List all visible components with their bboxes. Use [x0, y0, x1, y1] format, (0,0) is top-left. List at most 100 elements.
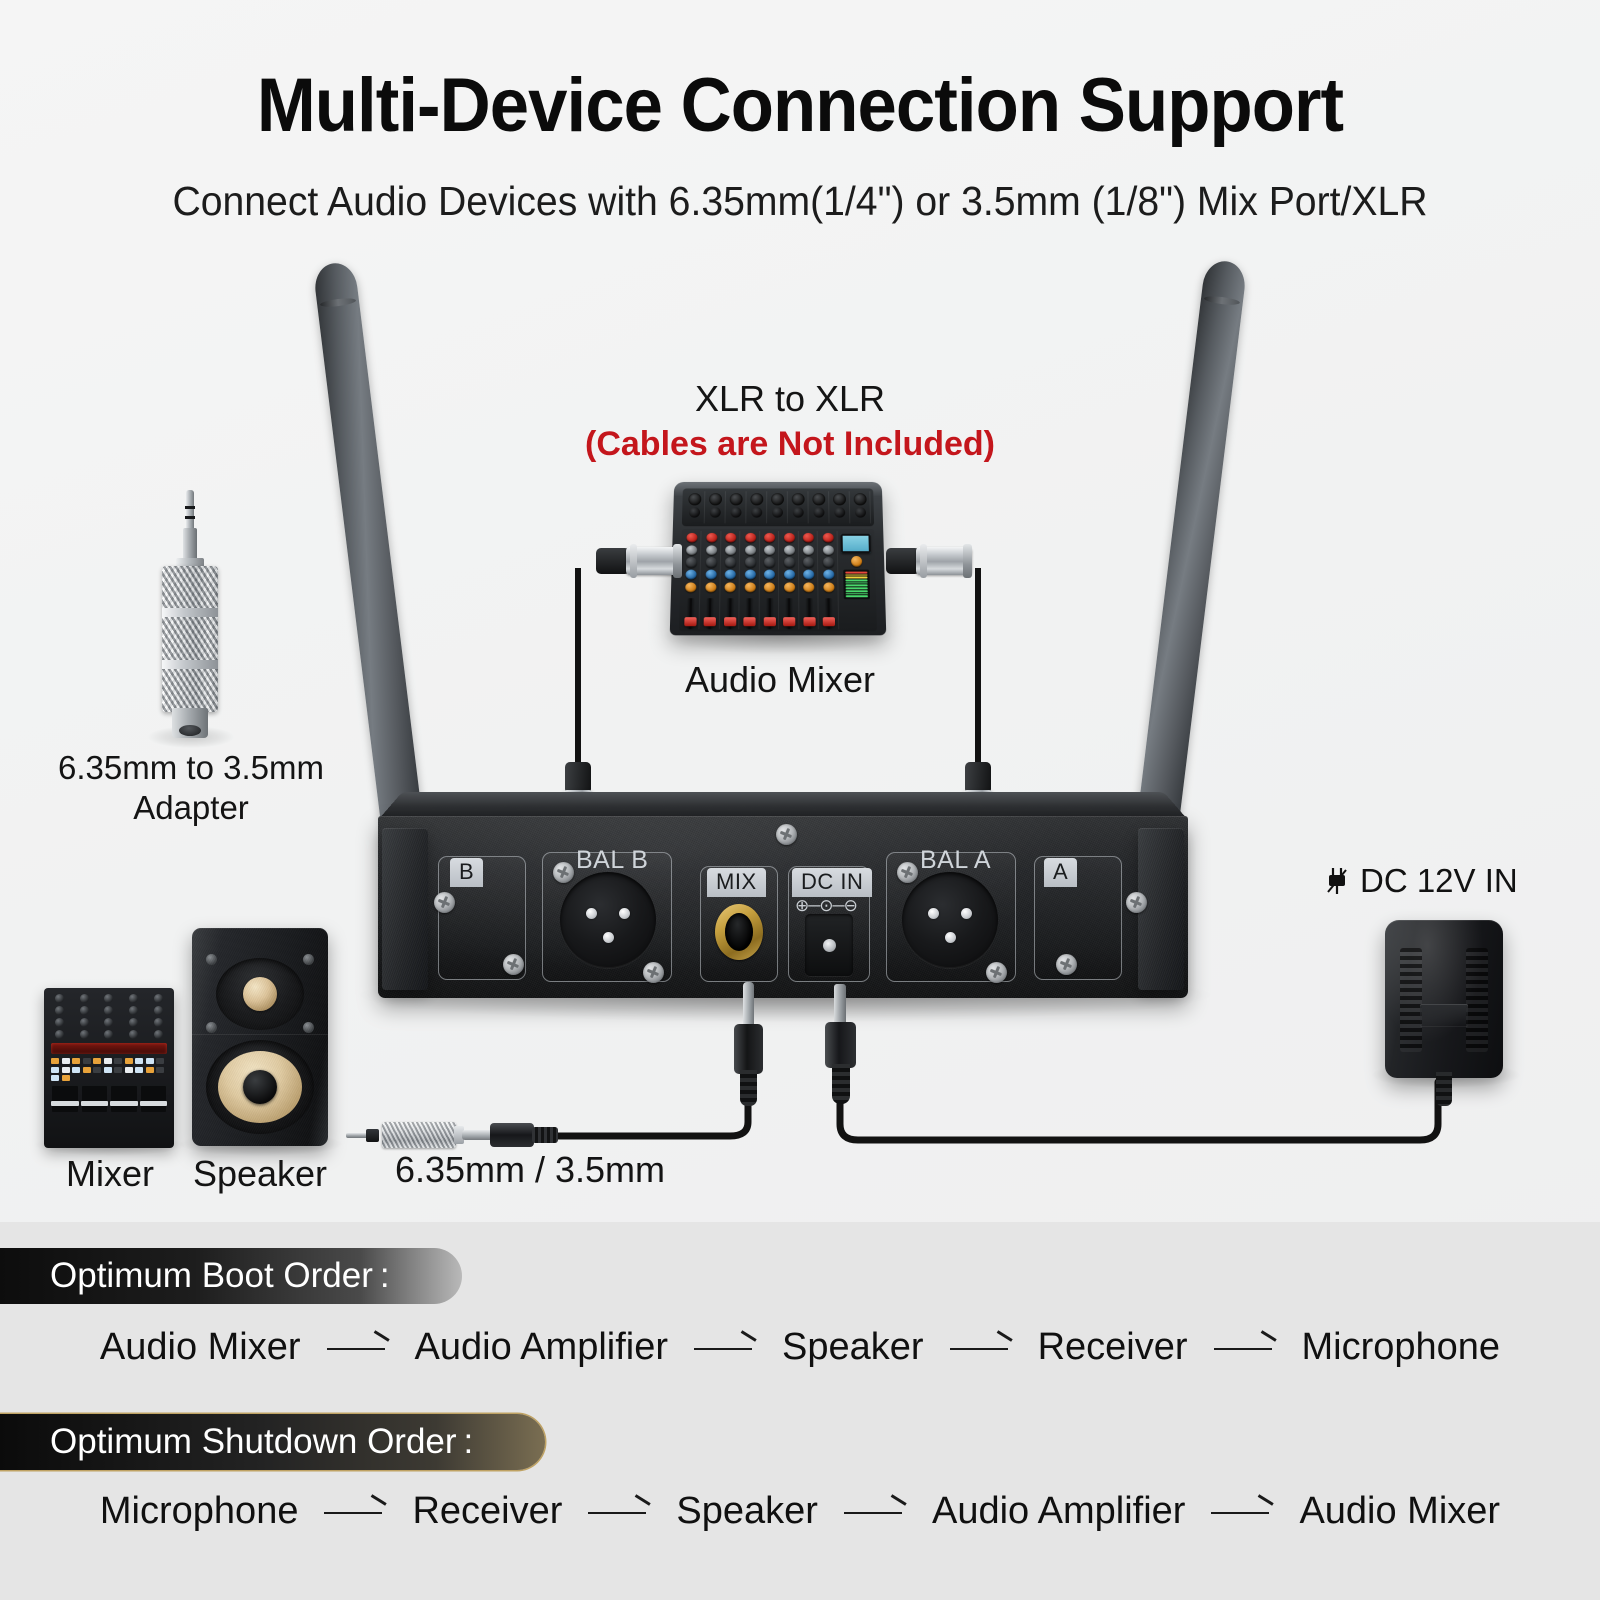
mixer-trs-input-icon [688, 507, 700, 518]
bal-b-label: BAL B [576, 846, 649, 874]
adapter-caption-line1: 6.35mm to 3.5mm [58, 749, 324, 786]
mixer-aux-knob [744, 582, 756, 593]
mixer-gain-knob [822, 532, 834, 543]
dj-pad [93, 1066, 101, 1073]
mixer-aux-knob [822, 582, 835, 593]
bal-b-xlr-jack [560, 872, 656, 968]
adapter-collar [176, 558, 204, 568]
mixer-gain-knob [686, 532, 698, 543]
mixer-low-knob [744, 569, 756, 580]
arrow-right-icon [588, 1501, 650, 1523]
mixer-level-meter [843, 569, 871, 600]
psu-vents-right [1466, 948, 1488, 1052]
dj-knob [153, 1018, 163, 1027]
dc-12v-in-label: DC 12V IN [1326, 862, 1518, 900]
dj-pad [156, 1066, 164, 1073]
plug-strain-relief [532, 1127, 558, 1143]
shutdown-step: Speaker [676, 1490, 818, 1532]
boot-step: Microphone [1301, 1326, 1501, 1368]
dj-mixer-display-strip [51, 1043, 167, 1054]
plug-tip [834, 984, 846, 1026]
receiver-rack-ear-left [382, 828, 428, 990]
dj-pad [145, 1066, 154, 1073]
chassis-screw [553, 862, 574, 883]
mixer-xlr-input-icon [771, 493, 784, 506]
dc-in-barrel-jack [805, 914, 853, 976]
dj-pad [156, 1058, 164, 1064]
dj-pad [93, 1058, 101, 1064]
dj-knob [79, 1006, 89, 1015]
mixer-high-knob [764, 545, 776, 555]
mixer-channel-fader [763, 597, 776, 630]
receiver-rack-ear-right [1138, 828, 1184, 990]
mixer-mid-knob [763, 557, 775, 568]
mixer-high-knob [705, 545, 717, 555]
shutdown-step: Receiver [412, 1490, 563, 1532]
mixer-mid-knob [705, 557, 717, 568]
mixer-xlr-input-icon [729, 493, 743, 506]
dj-knob [129, 1006, 139, 1015]
mixer-channel-strip [720, 530, 741, 630]
boot-order-heading-text: Optimum Boot Order : [50, 1256, 390, 1295]
dj-mixer-pad-grid [51, 1058, 167, 1081]
dj-pad [124, 1066, 133, 1073]
mixer-aux-knob [783, 582, 795, 593]
mixer-input-channel [830, 491, 851, 524]
studio-speaker [192, 928, 328, 1146]
mixer-fx-knob [850, 556, 862, 567]
mixer-input-channel [789, 491, 809, 524]
arrow-right-icon [949, 1337, 1012, 1359]
page-subtitle: Connect Audio Devices with 6.35mm(1/4") … [172, 178, 1428, 224]
dj-knob [129, 1030, 139, 1039]
dj-mixer-channel [147, 994, 169, 1039]
dj-pad [135, 1058, 143, 1064]
dj-mixer-knob-rows [49, 994, 169, 1039]
mixer-low-knob [803, 569, 815, 580]
bal-a-xlr-jack [902, 872, 998, 968]
mixer-mid-knob [783, 557, 795, 568]
mixer-channel-fader [723, 597, 736, 630]
mixer-trs-input-icon [730, 507, 742, 518]
mixer-xlr-input-icon [750, 493, 764, 506]
dj-pad [103, 1066, 112, 1073]
dj-knob [104, 1030, 114, 1039]
mixer-xlr-input-icon [708, 493, 722, 506]
speaker-baffle-seam [192, 1034, 328, 1035]
chassis-screw [1056, 954, 1077, 975]
dj-knob [153, 1030, 163, 1039]
mixer-mid-knob [822, 557, 834, 568]
mixer-low-knob [783, 569, 795, 580]
mixer-channel-strip [700, 530, 721, 630]
arrow-right-icon [694, 1337, 756, 1359]
adapter-6.35mm-to-3.5mm [162, 490, 218, 740]
mixer-input-channel [768, 491, 788, 524]
plug-icon [1327, 868, 1347, 894]
xlr-pin [961, 908, 972, 919]
speaker-caption: Speaker [192, 1153, 328, 1194]
adapter-6.35mm-socket [172, 708, 208, 738]
xlr-to-xlr-label: XLR to XLR [694, 378, 886, 419]
mixer-channel-strip [780, 530, 799, 630]
adapter-ring [162, 660, 218, 669]
audio-mixer-device [669, 481, 887, 636]
dj-mixer-device [44, 988, 174, 1148]
dj-pad [145, 1058, 154, 1064]
mixer-mid-knob [724, 557, 736, 568]
dj-pad [135, 1066, 143, 1073]
mixer-xlr-input-icon [688, 493, 702, 506]
plug-strain-relief [832, 1064, 850, 1104]
mixer-shell [669, 481, 887, 636]
adapter-3.5mm-tip [185, 490, 195, 530]
baffle-screw [303, 1022, 314, 1033]
dj-pad [51, 1066, 59, 1073]
mixer-gain-knob [705, 532, 717, 543]
page-title: Multi-Device Connection Support [256, 63, 1344, 148]
chassis-screw [776, 824, 797, 845]
mixer-aux-knob [724, 582, 736, 593]
baffle-screw [206, 1022, 217, 1033]
mixer-master-io [851, 491, 872, 524]
dc-polarity-symbol: ⊕─⊙─⊖ [795, 896, 858, 915]
mixer-gain-knob [783, 532, 795, 543]
mixer-channel-strip [681, 530, 702, 630]
mini-plug-pin [346, 1133, 368, 1138]
